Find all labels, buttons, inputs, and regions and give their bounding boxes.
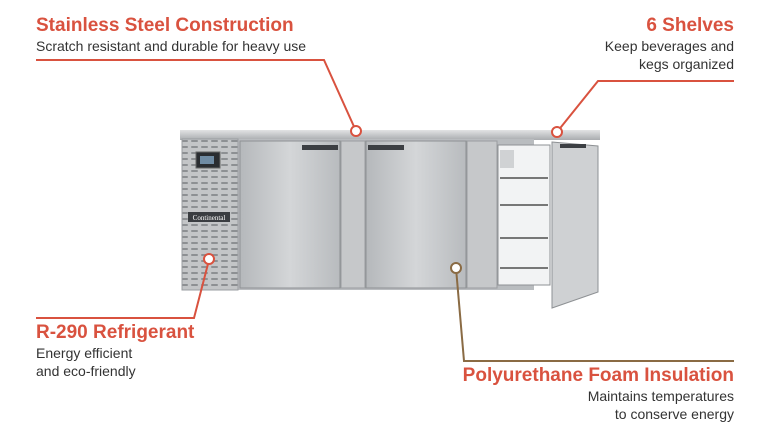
refrigerant-desc-line-1: Energy efficient (36, 345, 133, 361)
shelves-desc-line-2: kegs organized (639, 56, 734, 72)
stainless-title: Stainless Steel Construction (36, 15, 294, 36)
callout-refrigerant: R-290 Refrigerant Energy efficient and e… (36, 322, 194, 380)
foam-desc-line-1: Maintains temperatures (587, 388, 734, 404)
open-compartment (497, 144, 551, 286)
stainless-leader-line (36, 59, 357, 132)
callout-shelves: 6 Shelves Keep beverages and kegs organi… (605, 15, 734, 73)
shelves-title: 6 Shelves (646, 15, 734, 36)
stainless-marker (350, 125, 362, 137)
foam-desc-line-2: to conserve energy (614, 406, 734, 422)
door-1-handle (302, 145, 338, 150)
refrigerant-marker (203, 253, 215, 265)
refrigerant-title: R-290 Refrigerant (36, 322, 195, 343)
brand-badge (188, 212, 230, 222)
callout-foam-insulation: Polyurethane Foam Insulation Maintains t… (463, 365, 734, 423)
door-2 (365, 140, 467, 289)
shelves-leader-line (556, 80, 734, 133)
countertop (180, 130, 600, 140)
foam-marker (450, 262, 462, 274)
foam-title: Polyurethane Foam Insulation (462, 365, 734, 386)
shelves-marker (551, 126, 563, 138)
refrigerant-desc-line-2: and eco-friendly (36, 363, 136, 379)
foam-leader-line (455, 267, 734, 362)
stainless-desc: Scratch resistant and durable for heavy … (36, 38, 307, 54)
door-2-handle (368, 145, 404, 150)
open-door (551, 141, 599, 309)
shelves-desc-line-1: Keep beverages and (604, 38, 734, 54)
callout-stainless-steel: Stainless Steel Construction Scratch res… (36, 15, 306, 55)
door-1 (239, 140, 341, 289)
brand-badge-text: Continental (193, 214, 226, 222)
refrigerant-leader-line (36, 259, 210, 319)
